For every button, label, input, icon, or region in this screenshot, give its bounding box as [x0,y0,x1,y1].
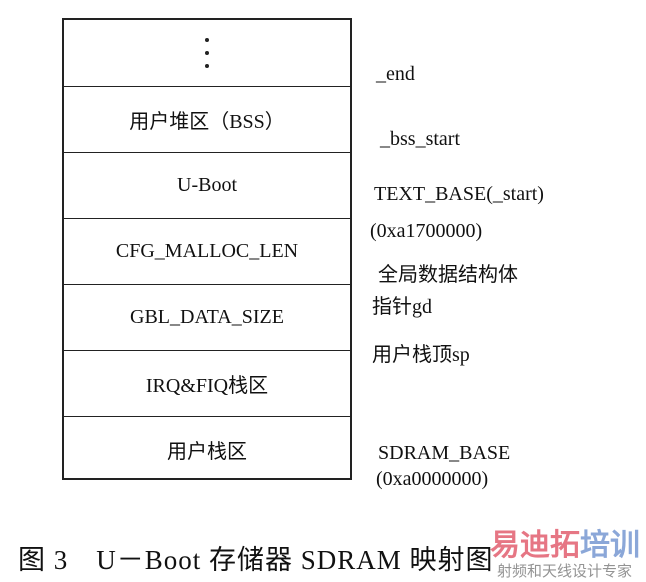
block-bss: 用户堆区（BSS） [64,86,350,152]
label-sdram-base: SDRAM_BASE [378,442,511,464]
block-gbl-data: GBL_DATA_SIZE [64,284,350,350]
block-irq-fiq-stack: IRQ&FIQ栈区 [64,350,350,416]
watermark-logo: 易迪拓培训 [490,528,640,563]
label-text-base-addr: (0xa1700000) [370,220,483,242]
label-sp: 用户栈顶sp [372,344,470,366]
label-sdram-addr: (0xa0000000) [376,468,489,490]
label-bss-start: _bss_start [380,128,460,150]
block-uboot: U-Boot [64,152,350,218]
figure-caption: 图 3 U－Boot 存储器 SDRAM 映射图 [18,545,494,575]
label-gd-1: 全局数据结构体 [378,264,518,286]
ellipsis-icon [205,38,209,68]
watermark-tagline: 射频和天线设计专家 [497,562,633,580]
block-user-stack: 用户栈区 [64,416,350,482]
label-gd-2: 指针gd [372,296,432,318]
block-ellipsis [64,20,350,86]
block-malloc: CFG_MALLOC_LEN [64,218,350,284]
label-text-base: TEXT_BASE(_start) [374,183,544,205]
label-end: _end [376,63,415,85]
memory-map-box: 用户堆区（BSS） U-Boot CFG_MALLOC_LEN GBL_DATA… [62,18,352,480]
